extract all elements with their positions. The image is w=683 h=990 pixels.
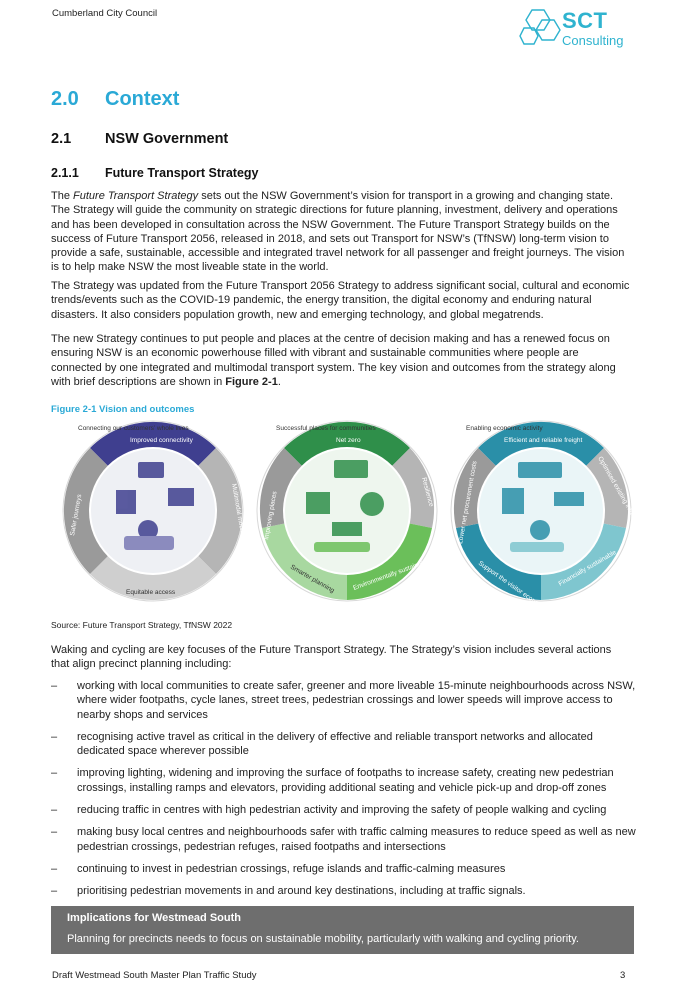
bullet-dash: – — [51, 862, 58, 875]
chapter-heading: 2.0 Context — [51, 88, 179, 111]
list-item: – continuing to invest in pedestrian cros… — [51, 862, 641, 876]
bullet-dash: – — [51, 680, 58, 692]
list-item: – prioritising pedestrian movements in an… — [51, 884, 641, 898]
figure-source: Source: Future Transport Strategy, TfNSW… — [51, 620, 233, 630]
subsection-heading: 2.1.1 Future Transport Strategy — [51, 166, 259, 180]
list-item-text: working with local communities to create… — [77, 680, 636, 721]
wheel1-ring-label: Connecting our customers’ whole lives — [78, 425, 189, 432]
vision-wheel-connectivity: Improved connectivity Equitable access S… — [60, 418, 247, 604]
paragraph-3: The new Strategy continues to put people… — [51, 332, 631, 389]
page-number: 3 — [620, 970, 626, 981]
list-item: – recognising active travel as critical i… — [51, 730, 641, 759]
wheel2-ring-label: Successful places for communities — [276, 425, 376, 432]
running-footer: Draft Westmead South Master Plan Traffic… — [52, 970, 257, 981]
wheel3-top-label: Efficient and reliable freight — [504, 437, 582, 444]
logo-brand: SCT — [562, 8, 608, 33]
list-item: – making busy local centres and neighbour… — [51, 825, 641, 854]
callout-title: Implications for Westmead South — [67, 912, 241, 924]
logo-tagline: Consulting — [562, 33, 624, 48]
vision-wheel-places: Net zero Environmentally sustainable Sma… — [254, 418, 440, 604]
section-number: 2.1 — [51, 131, 72, 147]
paragraph-4: Waking and cycling are key focuses of th… — [51, 644, 612, 671]
p3-text-a: The new Strategy continues to put people… — [51, 333, 616, 388]
list-item-text: recognising active travel as critical in… — [77, 730, 593, 758]
wheel3-ring-label: Enabling economic activity — [466, 425, 543, 432]
bullet-dash: – — [51, 826, 58, 839]
section-heading: 2.1 NSW Government — [51, 131, 228, 147]
vision-wheel-economy: Efficient and reliable freight Financial… — [448, 418, 649, 612]
figure-caption: Figure 2-1 Vision and outcomes — [51, 404, 195, 415]
list-item: – working with local communities to creat… — [51, 679, 641, 722]
section-title: NSW Government — [105, 131, 229, 147]
subsection-number: 2.1.1 — [51, 166, 79, 180]
bullet-dash: – — [51, 730, 58, 743]
bullet-dash: – — [51, 804, 58, 817]
bullet-dash: – — [51, 885, 58, 898]
p1-italic: Future Transport Strategy — [73, 190, 199, 202]
callout-body: Planning for precincts needs to focus on… — [67, 933, 579, 945]
running-header: Cumberland City Council — [52, 8, 158, 19]
list-item: – reducing traffic in centres with high p… — [51, 803, 641, 817]
implications-callout: Implications for Westmead South Planning… — [51, 906, 634, 954]
list-item-text: reducing traffic in centres with high pe… — [77, 804, 607, 817]
logo-mark-icon — [519, 9, 561, 45]
p1-text-b: sets out the NSW Government’s vision for… — [51, 190, 625, 274]
paragraph-1: The Future Transport Strategy sets out t… — [51, 189, 631, 275]
wheel1-top-label: Improved connectivity — [130, 437, 194, 444]
wheel2-top-label: Net zero — [336, 437, 361, 444]
figure-reference: Figure 2-1 — [225, 375, 278, 388]
list-item-text: prioritising pedestrian movements in and… — [77, 885, 526, 898]
list-item: – improving lighting, widening and improv… — [51, 766, 641, 795]
chapter-title: Context — [105, 88, 180, 110]
subsection-title: Future Transport Strategy — [105, 166, 259, 180]
wheel1-bottom-label: Equitable access — [126, 589, 176, 596]
sct-logo: SCT Consulting — [518, 6, 638, 52]
p3-text-b: . — [277, 375, 281, 388]
bullet-dash: – — [51, 767, 58, 780]
list-item-text: continuing to invest in pedestrian cross… — [77, 862, 506, 875]
list-item-text: making busy local centres and neighbourh… — [77, 826, 636, 853]
action-list: – working with local communities to creat… — [51, 679, 641, 907]
p1-text-a: The — [51, 190, 74, 202]
chapter-number: 2.0 — [51, 88, 79, 110]
paragraph-2: The Strategy was updated from the Future… — [51, 280, 630, 321]
list-item-text: improving lighting, widening and improvi… — [77, 767, 614, 794]
